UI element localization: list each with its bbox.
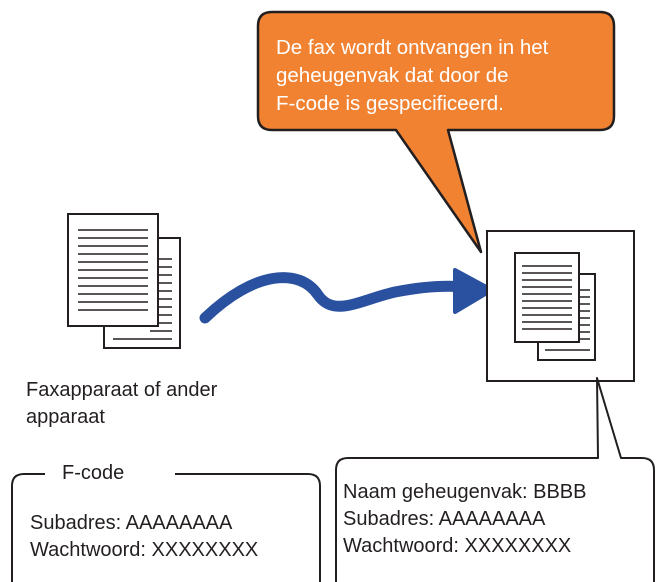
received-document-icon — [514, 252, 596, 361]
sender-label-line: Faxapparaat of ander — [26, 379, 218, 401]
callout-bubble — [256, 10, 616, 254]
callout-line: geheugenvak dat door de — [276, 64, 509, 87]
fcode-password: Wachtwoord: XXXXXXXX — [30, 539, 259, 561]
memory-box-name: Naam geheugenvak: BBBB — [343, 481, 587, 503]
fcode-frame — [11, 473, 321, 582]
fcode-title: F-code — [54, 460, 133, 487]
memory-info-box — [335, 377, 655, 582]
callout-line: F-code is gespecificeerd. — [276, 92, 504, 115]
transfer-arrow — [199, 268, 494, 324]
memory-box-details: Naam geheugenvak: BBBB Subadres: AAAAAAA… — [343, 479, 587, 560]
memory-box-password: Wachtwoord: XXXXXXXX — [343, 535, 572, 557]
callout-line: De fax wordt ontvangen in het — [276, 36, 549, 59]
callout-message: De fax wordt ontvangen in het geheugenva… — [276, 34, 548, 118]
fcode-subaddress: Subadres: AAAAAAAA — [30, 512, 233, 534]
memory-box-subaddress: Subadres: AAAAAAAA — [343, 508, 546, 530]
sender-document-icon — [67, 213, 181, 349]
fcode-details: Subadres: AAAAAAAA Wachtwoord: XXXXXXXX — [30, 510, 258, 564]
sender-label-line: apparaat — [26, 406, 105, 428]
sender-label: Faxapparaat of ander apparaat — [26, 377, 217, 431]
